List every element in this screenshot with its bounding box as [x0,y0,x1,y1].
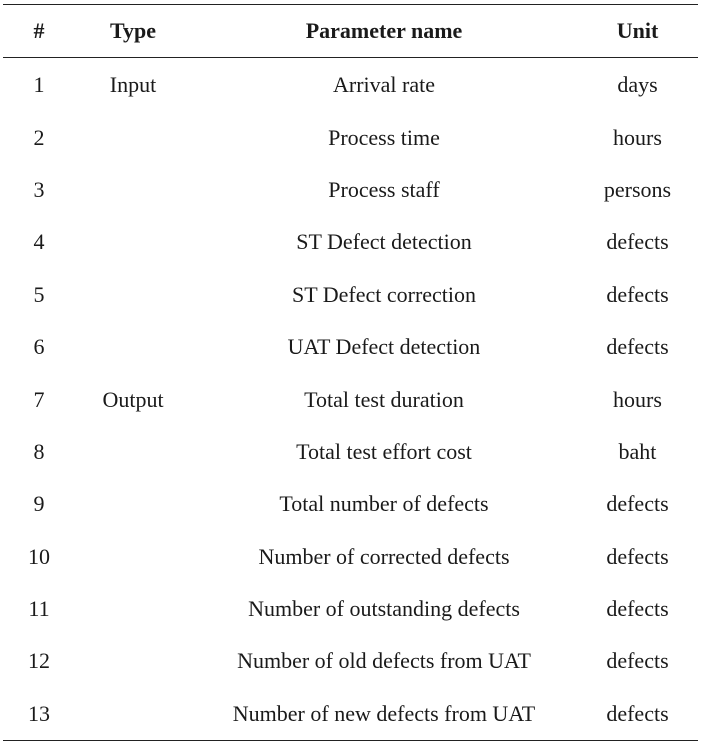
table-row: 8 Total test effort cost baht [3,426,698,478]
cell-num: 11 [28,596,50,622]
cell-num: 4 [33,229,45,255]
header-row: # Type Parameter name Unit [3,5,698,57]
cell-type: Output [102,386,164,412]
cell-unit: hours [613,386,662,412]
table-row: 3 Process staff persons [3,164,698,216]
cell-num: 7 [33,386,45,412]
cell-unit: defects [606,596,669,622]
header-rule [3,57,698,58]
cell-name: Number of new defects from UAT [232,700,536,726]
header-type: Type [109,18,157,43]
header-unit: Unit [616,18,659,43]
cell-unit: defects [606,229,669,255]
cell-unit: defects [606,543,669,569]
table-row: 10 Number of corrected defects defects [3,531,698,583]
table-row: 2 Process time hours [3,111,698,163]
table-row: 9 Total number of defects defects [3,478,698,530]
cell-num: 12 [28,648,50,674]
cell-unit: persons [603,176,672,202]
cell-unit: days [617,72,658,98]
cell-num: 9 [33,491,45,517]
cell-num: 6 [33,334,45,360]
cell-type: Input [109,72,157,98]
cell-name: Total test effort cost [296,438,472,464]
cell-unit: hours [613,124,662,150]
cell-name: Total test duration [304,386,464,412]
cell-num: 2 [33,124,45,150]
table-row: 11 Number of outstanding defects defects [3,583,698,635]
cell-name: Number of outstanding defects [248,596,520,622]
cell-num: 1 [33,72,45,98]
cell-name: Process staff [328,176,440,202]
cell-name: Total number of defects [279,491,489,517]
table-row: 13 Number of new defects from UAT defect… [3,688,698,740]
cell-num: 5 [33,281,45,307]
cell-name: ST Defect detection [296,229,472,255]
table-row: 7 Output Total test duration hours [3,373,698,425]
cell-name: Number of old defects from UAT [237,648,531,674]
header-name: Parameter name [305,18,463,43]
cell-unit: defects [606,281,669,307]
table-row: 4 ST Defect detection defects [3,216,698,268]
cell-unit: defects [606,334,669,360]
table-row: 1 Input Arrival rate days [3,59,698,111]
cell-unit: defects [606,700,669,726]
cell-unit: defects [606,648,669,674]
cell-name: Process time [328,124,440,150]
parameter-table: # Type Parameter name Unit 1 Input Arriv… [3,4,698,741]
cell-name: UAT Defect detection [287,334,481,360]
top-rule [3,4,698,5]
cell-num: 13 [28,700,50,726]
table-body: 1 Input Arrival rate days 2 Process time… [3,59,698,740]
cell-unit: defects [606,491,669,517]
cell-name: Number of corrected defects [258,543,510,569]
cell-num: 8 [33,438,45,464]
cell-unit: baht [618,438,657,464]
cell-name: Arrival rate [333,72,435,98]
cell-num: 10 [28,543,50,569]
table-row: 12 Number of old defects from UAT defect… [3,635,698,687]
cell-name: ST Defect correction [291,281,477,307]
header-num: # [33,18,45,43]
table-row: 5 ST Defect correction defects [3,269,698,321]
table-row: 6 UAT Defect detection defects [3,321,698,373]
cell-num: 3 [33,176,45,202]
